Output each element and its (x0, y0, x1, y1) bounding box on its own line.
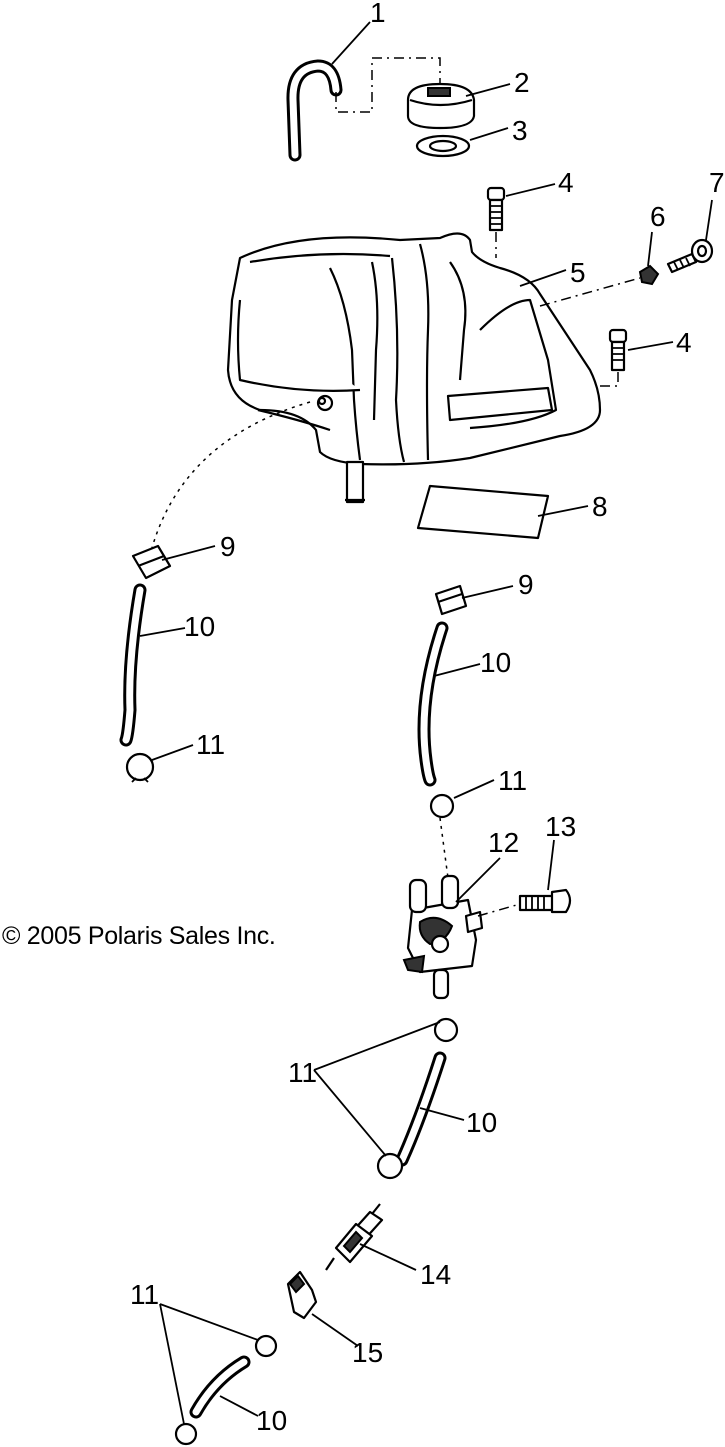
phantom-line-1-2 (335, 57, 441, 113)
callout-14: 14 (420, 1259, 451, 1290)
callout-10-lower: 10 (466, 1107, 497, 1138)
phantom-line-12-13 (477, 903, 521, 917)
callout-9-right: 9 (518, 569, 534, 600)
callout-15: 15 (352, 1337, 383, 1368)
copyright-notice: © 2005 Polaris Sales Inc. (2, 922, 276, 950)
part-1-vent-hose (286, 59, 343, 162)
callout-11-bottom: 11 (130, 1279, 159, 1310)
callout-10-right: 10 (480, 647, 511, 678)
callout-6: 6 (650, 201, 666, 232)
part-8-decal (416, 484, 550, 540)
routing-line-tank-to-left-hose (149, 401, 311, 556)
part-9-clamp-left (131, 544, 172, 580)
part-9-clamp-right (434, 584, 468, 616)
part-2-fuel-cap (406, 82, 476, 130)
part-3-cap-gasket (415, 134, 471, 158)
part-11-clamp-ring-lower-top (433, 1017, 459, 1043)
callout-9-left: 9 (220, 531, 236, 562)
part-11-clamp-ring-lower-bottom (376, 1152, 404, 1180)
callout-12: 12 (488, 827, 519, 858)
part-5-fuel-tank (226, 232, 602, 504)
part-14-fuel-filter (325, 1203, 384, 1271)
part-6-grommet (638, 264, 660, 286)
part-10-hose-lower (395, 1051, 447, 1167)
part-11-clamp-ring-right (429, 793, 455, 819)
part-10-hose-right (417, 621, 449, 787)
callout-5: 5 (570, 257, 586, 288)
part-11-clamp-ring-left (125, 752, 155, 783)
callout-7: 7 (709, 167, 725, 198)
callout-4-lower: 4 (676, 327, 692, 358)
callout-4-upper: 4 (558, 167, 574, 198)
callout-labels: 1 2 3 4 5 6 7 4 8 9 10 11 9 10 11 12 13 … (130, 0, 725, 1436)
leader-lines (139, 21, 713, 1425)
callout-3: 3 (512, 115, 528, 146)
callout-10-left: 10 (184, 611, 215, 642)
part-12-fuel-valve (402, 874, 484, 1000)
callout-8: 8 (592, 491, 608, 522)
callout-11-lower: 11 (288, 1057, 317, 1088)
part-4-bolt-upper (486, 186, 506, 232)
part-4-bolt-lower (608, 328, 628, 372)
callout-2: 2 (514, 67, 530, 98)
part-11-clamp-ring-bottom-bottom (174, 1422, 198, 1446)
part-10-hose-bottom (189, 1355, 251, 1419)
part-10-hose-left (119, 583, 147, 747)
routing-line-to-valve (439, 817, 449, 879)
callout-1: 1 (370, 0, 386, 28)
callout-11-left: 11 (196, 729, 225, 760)
part-7-fitting (666, 238, 714, 274)
callout-11-right: 11 (498, 765, 527, 796)
callout-10-bottom: 10 (256, 1405, 287, 1436)
phantom-line-5-7 (539, 277, 641, 307)
part-13-valve-bolt (518, 888, 572, 914)
part-11-clamp-ring-bottom-top (254, 1334, 278, 1358)
callout-13: 13 (545, 811, 576, 842)
part-15-elbow (286, 1270, 318, 1320)
